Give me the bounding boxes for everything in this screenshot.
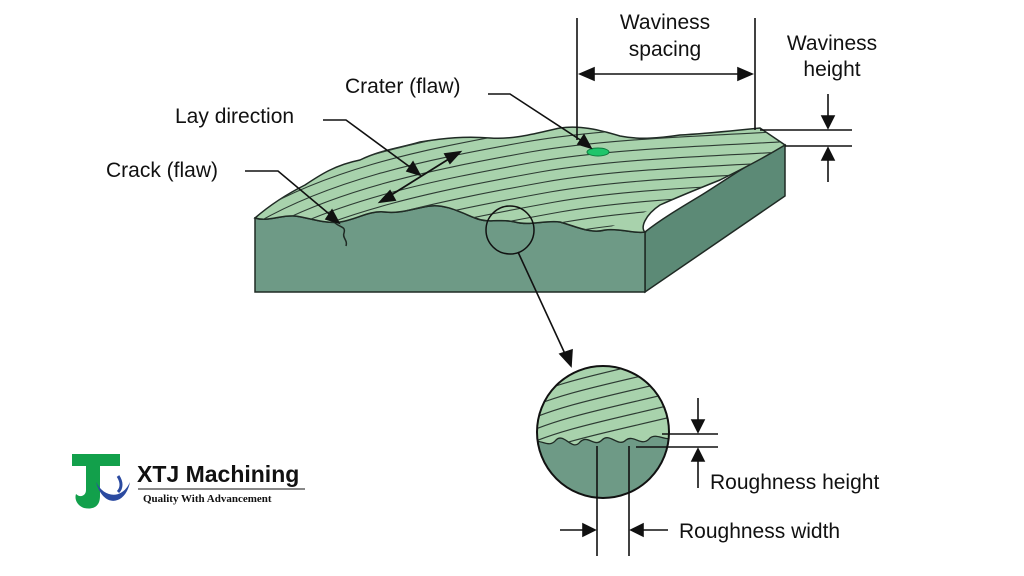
xtj-logo-mark [72,454,130,509]
roughness-width-dimension [560,446,668,556]
crater-leader [488,93,593,150]
magnify-connector [517,251,573,368]
waviness-spacing-label-2: spacing [629,38,701,61]
crack-flaw [333,221,348,247]
magnified-view [536,365,670,499]
crater-label: Crater (flaw) [345,75,461,98]
waviness-height-label-1: Waviness [787,32,877,55]
lay-direction-label: Lay direction [175,105,294,128]
waviness-height-dimension [760,94,852,182]
crack-label: Crack (flaw) [106,159,218,182]
magnify-spot [485,205,535,255]
xtj-logo: XTJ Machining Quality With Advancement [72,454,305,509]
roughness-height-label: Roughness height [710,471,879,494]
lay-direction-leader [323,119,422,177]
crater-flaw [586,147,610,157]
roughness-width-label: Roughness width [679,520,840,543]
waviness-spacing-dimension [576,18,756,140]
roughness-height-dimension [636,398,718,488]
waviness-height-label-2: height [803,58,860,81]
crack-leader [245,170,341,225]
waviness-spacing-label-1: Waviness [620,11,710,34]
lay-direction-arrow [377,150,463,204]
surface-block [253,126,787,294]
xtj-logo-name: XTJ Machining [137,461,299,487]
xtj-logo-tagline: Quality With Advancement [143,493,272,505]
